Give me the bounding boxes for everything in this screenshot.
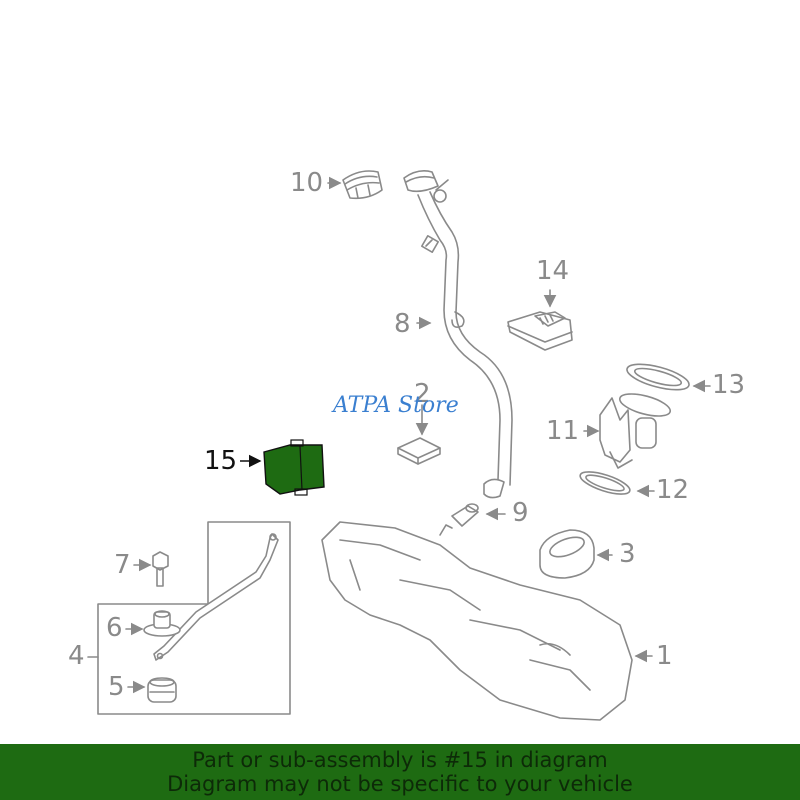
- callout-4: 4: [68, 641, 85, 671]
- callout-11: 11: [546, 416, 580, 446]
- callout-9: 9: [512, 498, 529, 528]
- part-15-highlighted[interactable]: [263, 439, 325, 496]
- watermark: ATPA Store: [333, 393, 459, 418]
- part-7-bolt: [152, 551, 169, 587]
- callout-3: 3: [619, 539, 636, 569]
- parts-diagram: [87, 170, 711, 721]
- part-13-gasket: [626, 363, 690, 391]
- info-banner: Part or sub-assembly is #15 in diagram D…: [0, 744, 800, 800]
- part-1-fuel-tank: [321, 521, 633, 721]
- part-5-bushing: [147, 677, 177, 703]
- part-12-gasket: [579, 471, 631, 495]
- callout-14: 14: [536, 256, 570, 286]
- part-10-cap: [342, 170, 383, 200]
- part-6-grommet: [143, 610, 181, 637]
- callout-2: 2: [414, 379, 431, 409]
- callout-5: 5: [108, 672, 125, 702]
- callout-7: 7: [114, 550, 131, 580]
- part-9-connector: [451, 503, 479, 527]
- callout-1: 1: [656, 641, 673, 671]
- part-11-fuel-pump: [599, 393, 672, 469]
- callout-15[interactable]: 15: [204, 446, 238, 476]
- callout-6: 6: [106, 613, 123, 643]
- part-2-pad: [397, 437, 441, 465]
- part-8-filler-hose: [403, 170, 513, 499]
- callout-8: 8: [394, 309, 411, 339]
- part-3-grommet: [539, 529, 595, 579]
- part-4-strap-group: [97, 521, 291, 715]
- banner-line-2: Diagram may not be specific to your vehi…: [167, 772, 633, 796]
- callout-10: 10: [290, 168, 324, 198]
- callout-13: 13: [712, 370, 746, 400]
- banner-line-1: Part or sub-assembly is #15 in diagram: [192, 748, 608, 772]
- part-14-module: [507, 311, 573, 351]
- callout-12: 12: [656, 475, 690, 505]
